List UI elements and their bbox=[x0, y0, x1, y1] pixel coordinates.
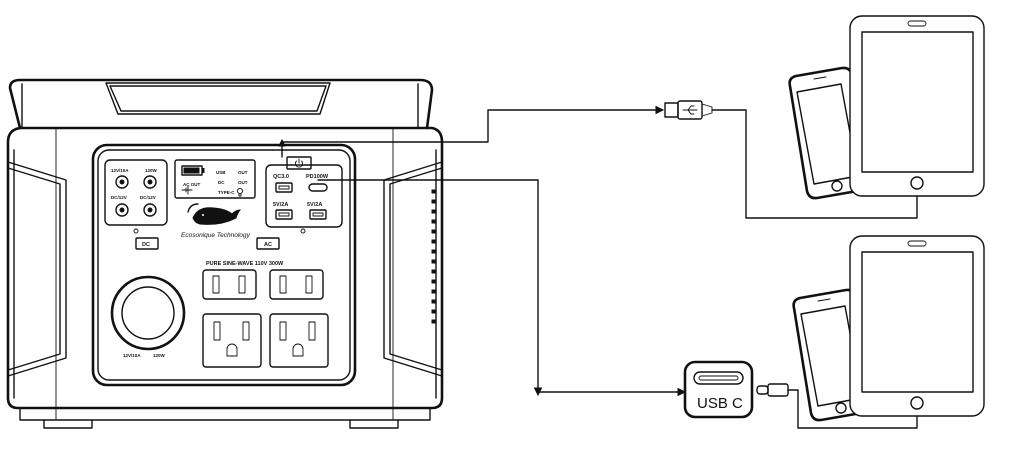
car-port-label: 12V/10A bbox=[123, 353, 141, 358]
usb-a-cable bbox=[711, 109, 918, 219]
display-label: TYPE-C bbox=[218, 190, 235, 195]
dc-port-label: DC/12V bbox=[111, 195, 127, 200]
usb-a-plug bbox=[664, 100, 713, 120]
dc-port-label: 120W bbox=[145, 168, 158, 173]
ac-button-label: AC bbox=[264, 242, 272, 248]
usb-port-label: PD100W bbox=[306, 174, 329, 180]
dc-port-label: DC/12V bbox=[140, 195, 156, 200]
top-handle bbox=[8, 78, 434, 130]
display-label: AC OUT bbox=[183, 182, 200, 187]
dc-port-label: 12V/10A bbox=[111, 168, 129, 173]
connection-lines bbox=[278, 105, 687, 397]
body-shell bbox=[6, 126, 444, 429]
usb-c-port-callout: USB C bbox=[683, 360, 754, 419]
car-socket[interactable] bbox=[110, 275, 186, 351]
brand-name: Ecosonique Technology bbox=[181, 232, 251, 239]
display-label: OUT bbox=[238, 180, 248, 185]
dc-button-label: DC bbox=[142, 242, 150, 248]
usb-a-line bbox=[281, 109, 661, 158]
display-label: OUT bbox=[238, 170, 248, 175]
usb-c-label: USB C bbox=[697, 395, 743, 412]
usb-panel: QC3.0 PD100W 5V/2A 5V/2A bbox=[265, 164, 343, 234]
power-station: 12V/10A 120W DC/12V DC/12V DC bbox=[6, 78, 444, 429]
power-icon bbox=[294, 158, 304, 168]
ac-outlet[interactable] bbox=[269, 269, 324, 300]
dc-panel: 12V/10A 120W DC/12V DC/12V DC bbox=[104, 159, 168, 250]
usb-port-label: QC3.0 bbox=[273, 174, 289, 180]
usb-icon bbox=[682, 105, 698, 115]
bulb-icon bbox=[236, 187, 244, 197]
tablet-icon bbox=[849, 15, 985, 197]
plug-icon bbox=[181, 185, 193, 195]
usb-port-label: 5V/2A bbox=[273, 202, 288, 208]
car-port-label: 120W bbox=[153, 353, 166, 358]
lcd-display: USB OUT AC OUT DC OUT TYPE-C bbox=[174, 159, 256, 199]
front-panel bbox=[91, 143, 357, 387]
ac-button[interactable]: AC bbox=[256, 237, 280, 250]
brand-logo bbox=[187, 203, 242, 225]
battery-icon bbox=[181, 165, 205, 176]
dc-button[interactable]: DC bbox=[135, 237, 159, 250]
ac-outlet[interactable] bbox=[202, 269, 257, 300]
vent-grille bbox=[431, 189, 436, 324]
ac-outlet-grounded[interactable] bbox=[202, 313, 262, 368]
power-button[interactable] bbox=[286, 156, 312, 170]
usb-c-plug bbox=[756, 383, 789, 397]
display-label: DC bbox=[218, 180, 225, 185]
usb-port-label: 5V/2A bbox=[307, 202, 322, 208]
ac-outlet-grounded[interactable] bbox=[269, 313, 329, 368]
usb-c-cable bbox=[787, 389, 918, 429]
display-label: USB bbox=[216, 170, 226, 175]
tablet-icon bbox=[849, 235, 985, 417]
ac-header: PURE SINE-WAVE 110V 300W bbox=[206, 261, 284, 267]
usb-c-line bbox=[317, 179, 683, 393]
